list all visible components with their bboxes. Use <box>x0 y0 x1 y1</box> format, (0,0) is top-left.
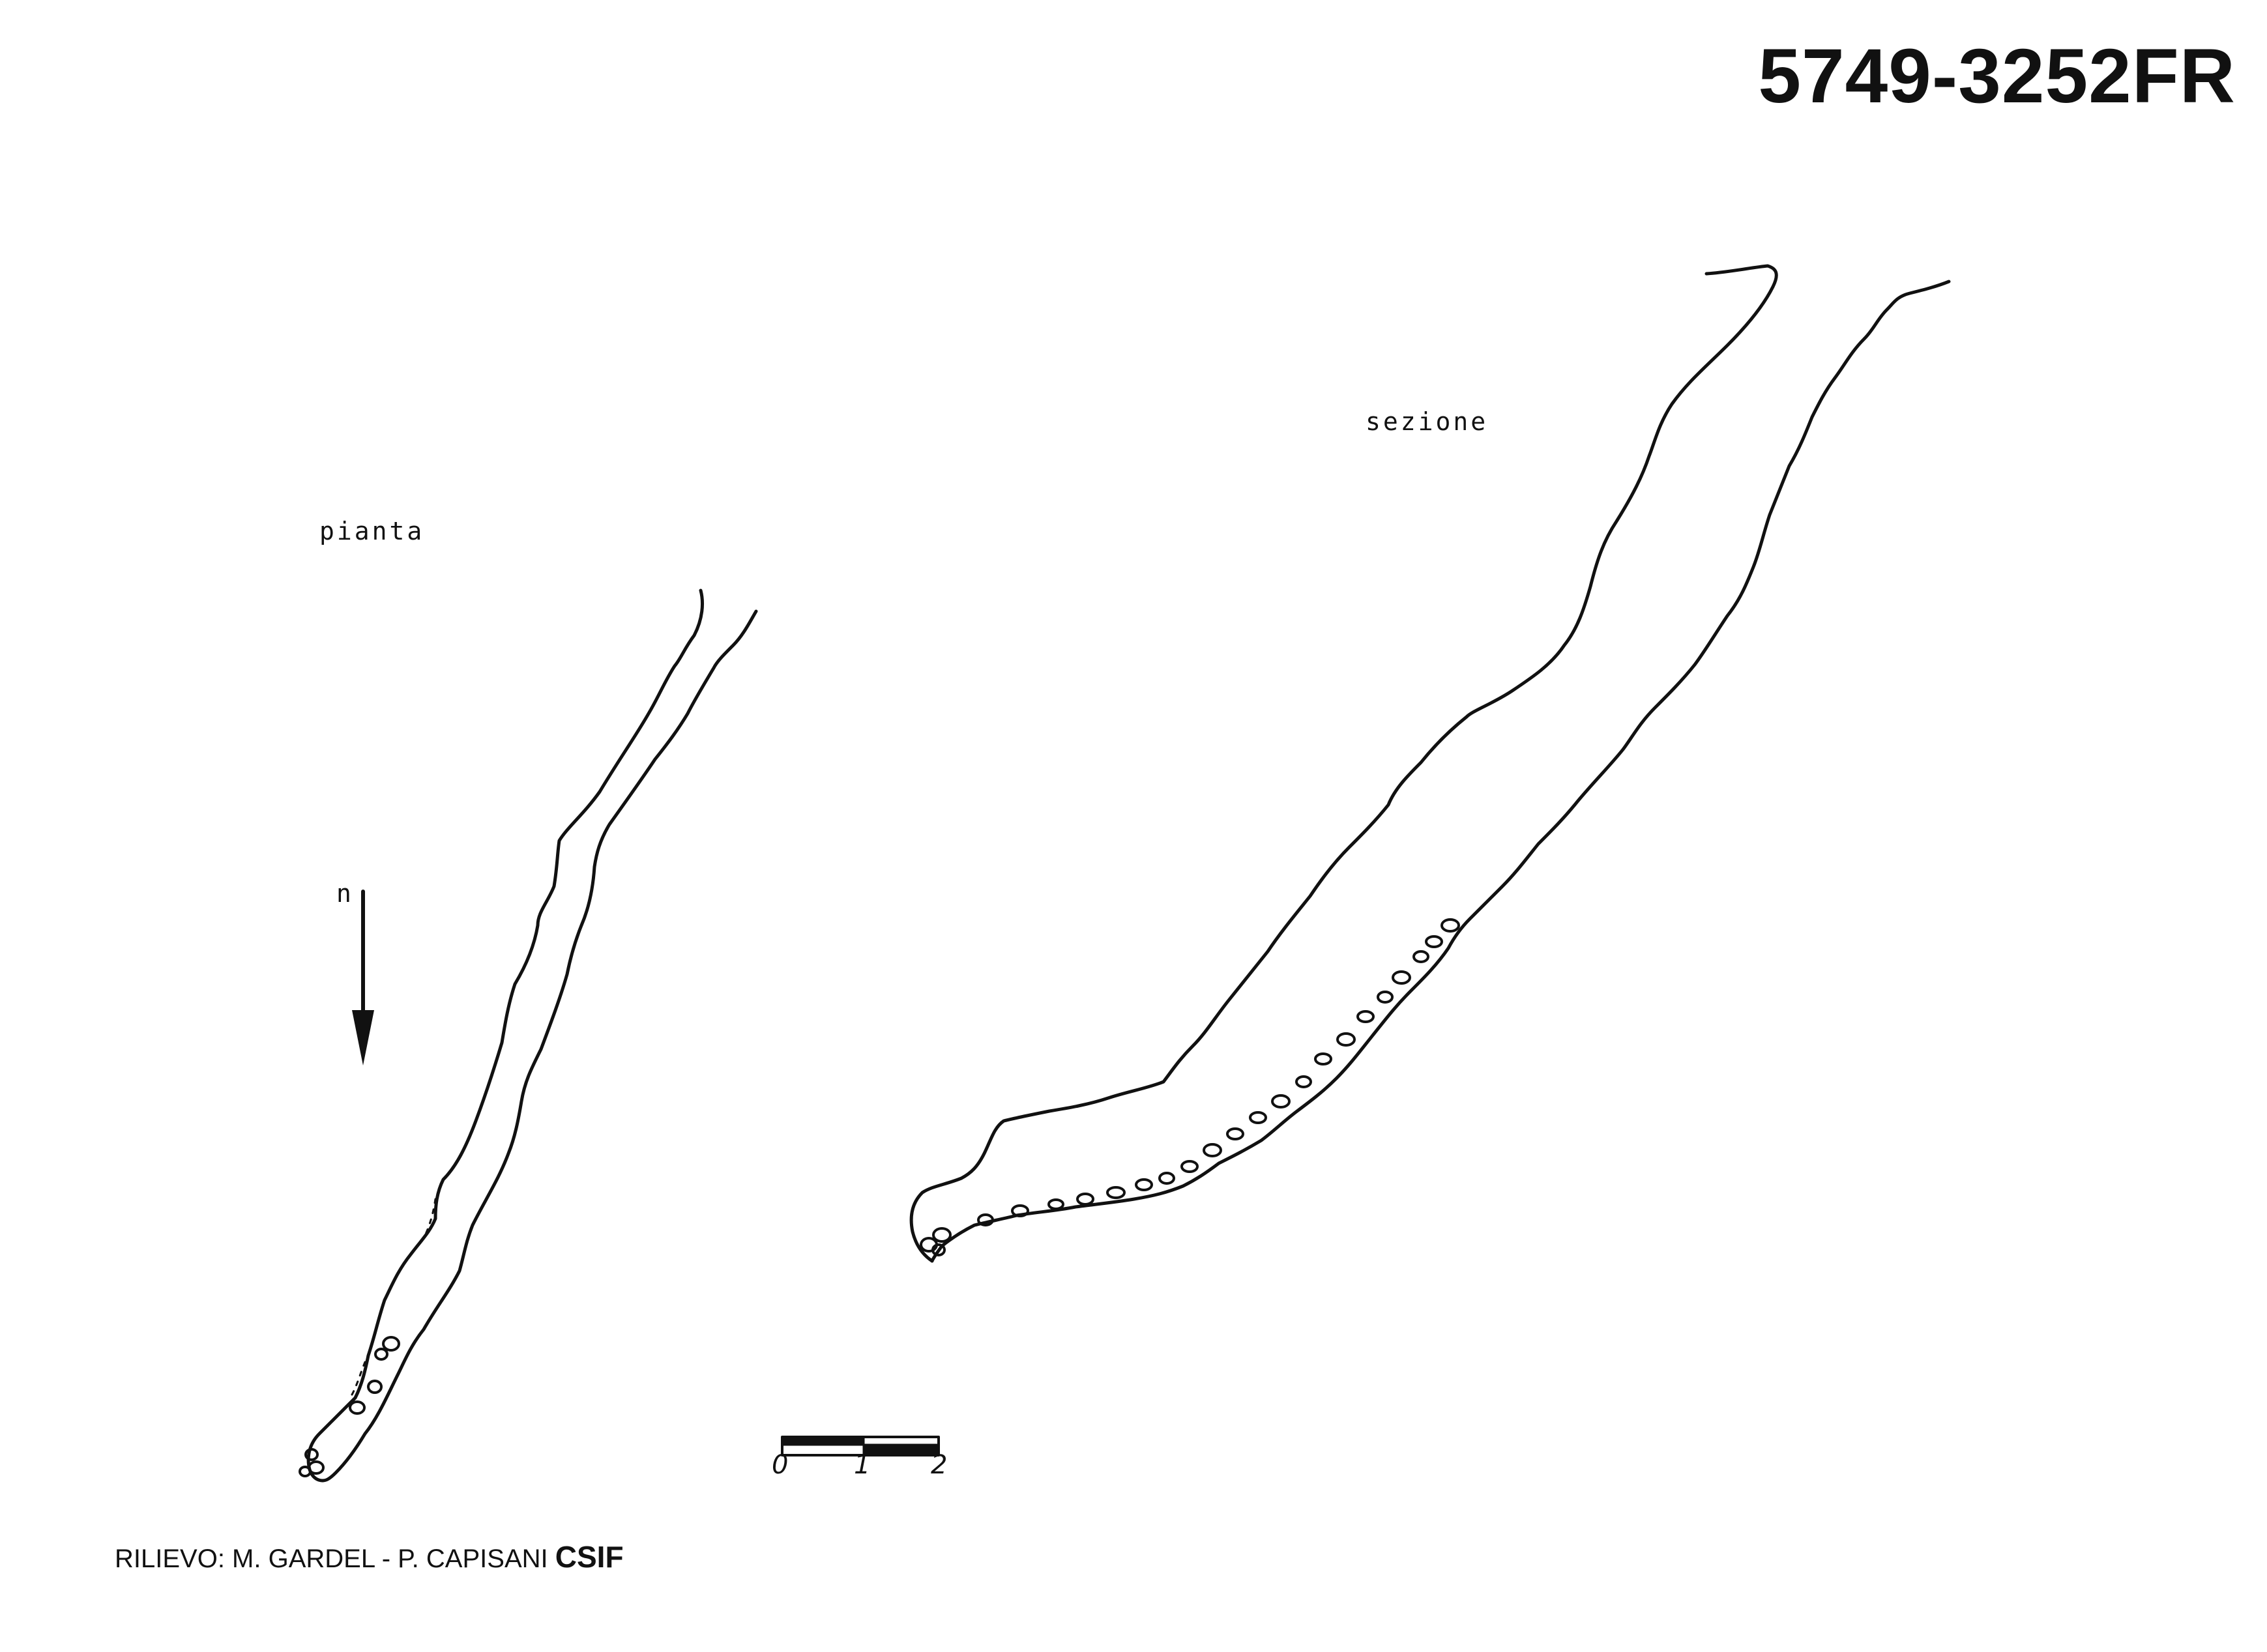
plan-view-label: pianta <box>319 517 425 545</box>
section-upper-wall <box>909 264 1778 1263</box>
section-view-label: sezione <box>1366 407 1489 436</box>
plan-boulders <box>299 1336 400 1477</box>
scale-tick-2: 2 <box>931 1450 948 1480</box>
cave-code: 5749-3252FR <box>1758 33 2236 119</box>
scale-bar <box>781 1436 940 1456</box>
section-view <box>909 264 1951 1263</box>
plan-view <box>299 588 758 1483</box>
survey-credits: RILIEVO: M. GARDEL - P. CAPISANI CSIF <box>115 1542 624 1572</box>
plan-wall-hatch <box>351 1198 437 1396</box>
north-label: n <box>336 879 351 908</box>
plan-right-wall <box>321 609 758 1483</box>
organization-name: CSIF <box>555 1540 624 1574</box>
north-arrow-icon <box>352 890 374 1065</box>
plan-left-wall <box>306 588 705 1483</box>
surveyors-text: RILIEVO: M. GARDEL - P. CAPISANI <box>115 1544 548 1573</box>
scale-tick-1: 1 <box>854 1450 871 1480</box>
scale-tick-0: 0 <box>772 1450 789 1480</box>
section-boulders <box>920 918 1460 1256</box>
section-lower-wall <box>930 280 1951 1263</box>
